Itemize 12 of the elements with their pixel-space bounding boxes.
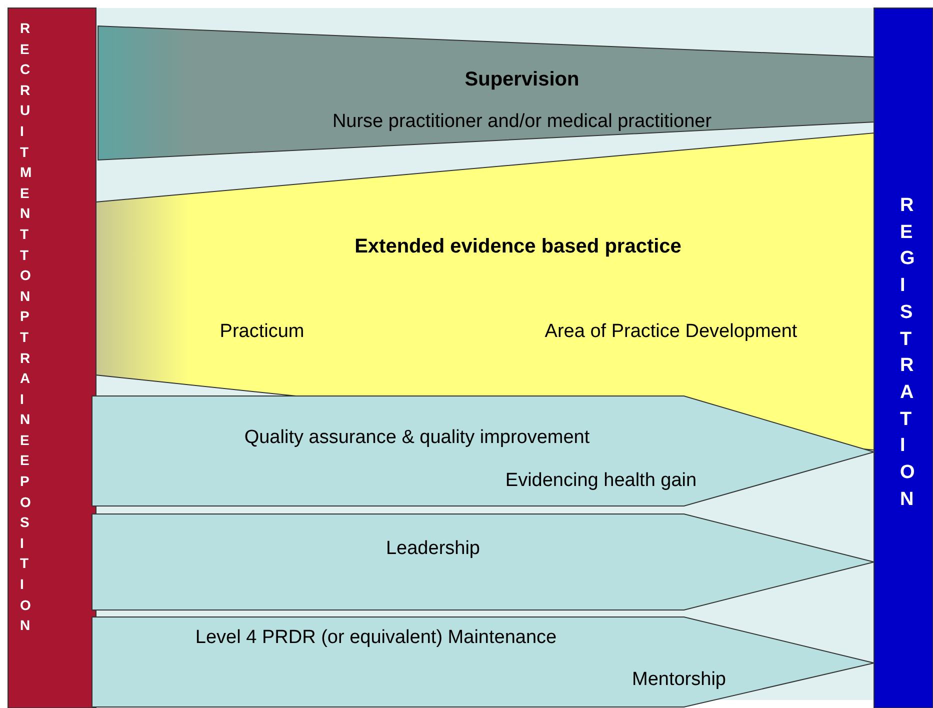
band-label: Area of Practice Development	[544, 321, 798, 343]
vertical-label: REGISTRATION	[900, 194, 933, 512]
band-label: Evidencing health gain	[505, 470, 697, 492]
band-label: Mentorship	[632, 669, 726, 691]
band-label: Quality assurance & quality improvement	[244, 427, 590, 449]
band-label: Nurse practitioner and/or medical practitioner	[332, 111, 712, 133]
band-label: Leadership	[386, 538, 480, 560]
band-label: Level 4 PRDR (or equivalent) Maintenance	[195, 627, 557, 649]
band-title: Extended evidence based practice	[354, 236, 682, 258]
band-title: Supervision	[464, 68, 580, 92]
band-label: Practicum	[220, 321, 304, 343]
vertical-label: RECRUITMENT TO NP TRAINEE POSITION	[20, 19, 47, 636]
